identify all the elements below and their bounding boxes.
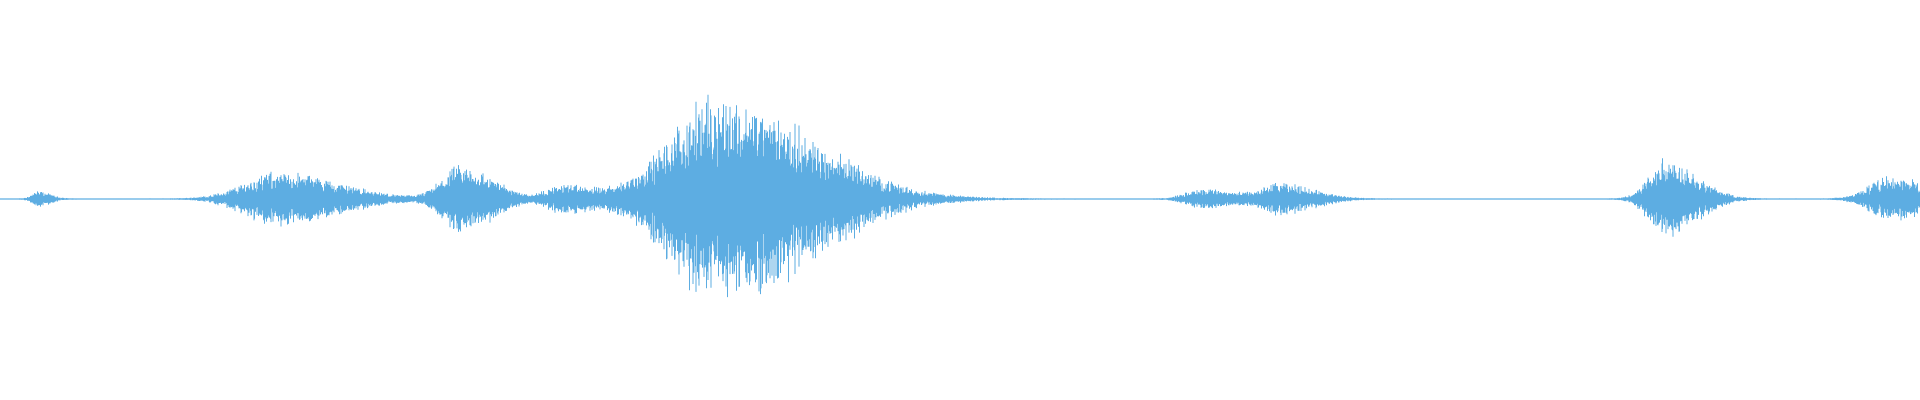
waveform-signal: [0, 94, 1920, 298]
